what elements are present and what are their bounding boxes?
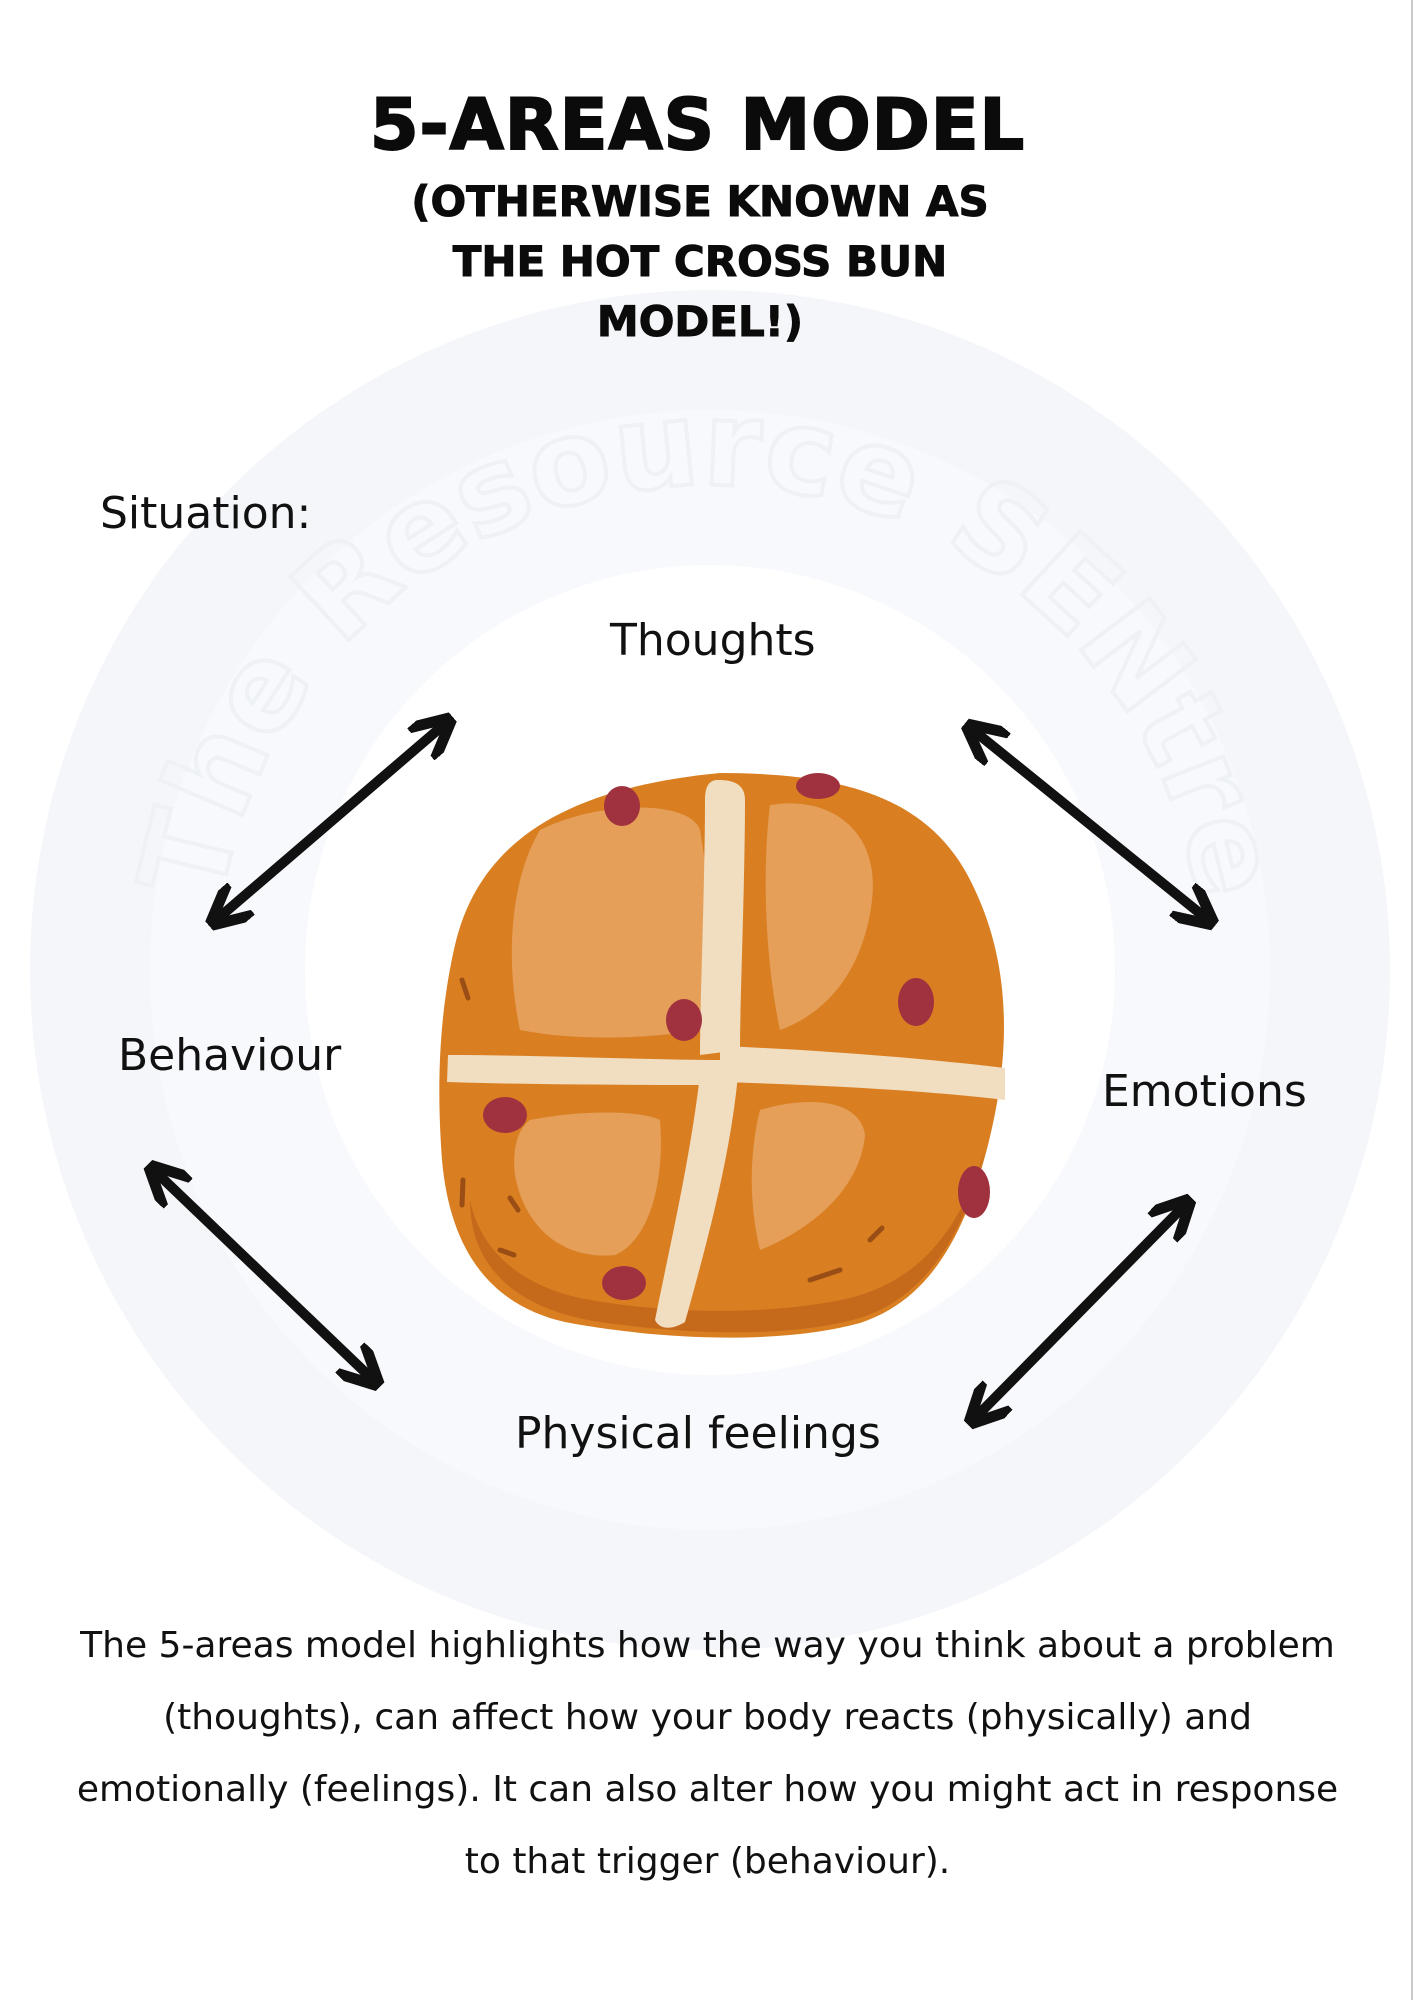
emotions-label: Emotions	[1102, 1066, 1307, 1117]
hot-cross-bun-icon	[439, 773, 1005, 1338]
thoughts-label: Thoughts	[610, 615, 816, 666]
situation-label: Situation:	[100, 488, 312, 539]
behaviour-physical-arrow-icon	[160, 1176, 368, 1375]
physical-feelings-label: Physical feelings	[515, 1408, 881, 1459]
page-edge-line	[1411, 0, 1413, 2000]
page-subtitle: (OTHERWISE KNOWN AS THE HOT CROSS BUN MO…	[411, 177, 990, 347]
thoughts-behaviour-arrow-icon	[222, 728, 440, 915]
description-text: The 5-areas model highlights how the way…	[76, 1625, 1339, 1882]
behaviour-label: Behaviour	[118, 1030, 342, 1081]
emotions-physical-arrow-icon	[980, 1210, 1180, 1413]
thoughts-emotions-arrow-icon	[978, 734, 1202, 915]
page-title: 5-AREAS MODEL	[369, 83, 1026, 167]
